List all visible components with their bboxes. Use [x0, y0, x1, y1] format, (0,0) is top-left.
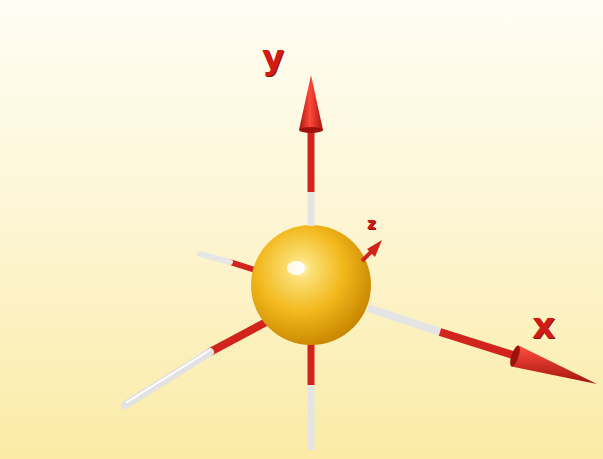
z-axis-front [362, 240, 382, 261]
axis-label: y [262, 40, 284, 74]
axis-label: x [532, 308, 555, 344]
x-axis-back [125, 320, 270, 405]
origin-sphere [251, 225, 371, 345]
axis-label: z [367, 217, 376, 232]
y-axis-top [299, 75, 323, 226]
z-axis-back [200, 254, 255, 270]
y-axis-bottom [311, 340, 312, 450]
sphere-highlight [287, 261, 305, 275]
x-axis-front [368, 308, 597, 384]
